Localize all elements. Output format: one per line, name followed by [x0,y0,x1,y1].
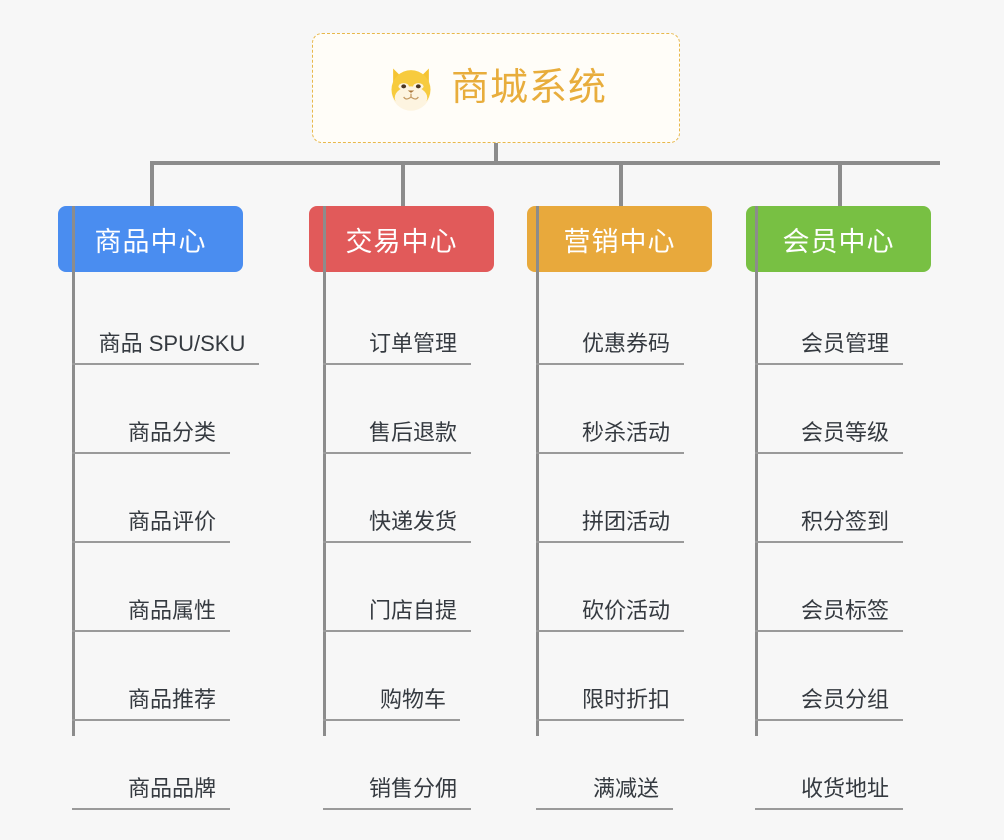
branch-rail-3 [536,206,539,736]
leaf-item[interactable]: 商品品牌 [72,721,272,810]
leaf-item[interactable]: 订单管理 [323,276,503,365]
leaf-label: 满减送 [592,776,659,801]
connector-drop-3 [619,161,623,206]
leaf-underline [755,363,903,365]
leaf-label: 限时折扣 [581,687,670,712]
leaf-label: 商品推荐 [127,687,216,712]
leaf-item[interactable]: 商品推荐 [72,632,272,721]
leaf-label: 优惠券码 [581,331,670,356]
leaf-underline [536,363,684,365]
leaf-underline [72,363,259,365]
leaf-label: 订单管理 [368,331,457,356]
leaf-label: 销售分佣 [368,776,457,801]
leaf-underline [323,541,471,543]
leaf-item[interactable]: 售后退款 [323,365,503,454]
leaf-underline [323,808,471,810]
root-node[interactable]: 商城系统 [312,33,680,143]
leaf-underline [755,719,903,721]
leaf-label: 收货地址 [800,776,889,801]
branch-column-2: 交易中心 订单管理 售后退款 快递发货 门店自提 购物车 [309,206,494,810]
leaf-list-3: 优惠券码 秒杀活动 拼团活动 砍价活动 限时折扣 满减送 [536,272,716,810]
leaf-label: 会员标签 [800,598,889,623]
leaf-item[interactable]: 满减送 [536,721,716,810]
branch-rail-2 [323,206,326,736]
leaf-underline [72,630,230,632]
branch-header-2[interactable]: 交易中心 [309,206,494,272]
leaf-underline [755,541,903,543]
leaf-label: 会员管理 [800,331,889,356]
leaf-list-2: 订单管理 售后退款 快递发货 门店自提 购物车 销售分佣 [323,272,503,810]
connector-drop-1 [150,161,154,206]
leaf-label: 秒杀活动 [581,420,670,445]
leaf-label: 商品品牌 [127,776,216,801]
leaf-underline [755,630,903,632]
leaf-underline [536,719,684,721]
branch-header-1[interactable]: 商品中心 [58,206,243,272]
leaf-underline [536,452,684,454]
leaf-item[interactable]: 会员分组 [755,632,935,721]
leaf-item[interactable]: 秒杀活动 [536,365,716,454]
leaf-item[interactable]: 门店自提 [323,543,503,632]
leaf-item[interactable]: 会员等级 [755,365,935,454]
leaf-underline [323,630,471,632]
leaf-underline [72,719,230,721]
leaf-label: 会员分组 [800,687,889,712]
branch-column-1: 商品中心 商品 SPU/SKU 商品分类 商品评价 商品属性 商品推荐 [58,206,259,810]
leaf-label: 购物车 [379,687,446,712]
leaf-underline [72,452,230,454]
connector-root-stub [494,143,498,165]
leaf-label: 售后退款 [368,420,457,445]
leaf-label: 拼团活动 [581,509,670,534]
root-title: 商城系统 [450,67,607,109]
leaf-label: 快递发货 [368,509,457,534]
leaf-label: 商品属性 [127,598,216,623]
leaf-underline [323,452,471,454]
branch-rail-1 [72,206,75,736]
branch-header-4[interactable]: 会员中心 [746,206,931,272]
connector-horizontal-bus [150,161,940,165]
connector-drop-4 [838,161,842,206]
leaf-item[interactable]: 会员管理 [755,276,935,365]
branch-column-4: 会员中心 会员管理 会员等级 积分签到 会员标签 会员分组 [746,206,931,810]
leaf-underline [72,808,230,810]
leaf-item[interactable]: 商品评价 [72,454,272,543]
leaf-label: 砍价活动 [581,598,670,623]
leaf-list-1: 商品 SPU/SKU 商品分类 商品评价 商品属性 商品推荐 商品品牌 [72,272,272,810]
leaf-label: 商品评价 [127,509,216,534]
leaf-underline [72,541,230,543]
connector-drop-2 [401,161,405,206]
branch-rail-4 [755,206,758,736]
leaf-item[interactable]: 销售分佣 [323,721,503,810]
leaf-item[interactable]: 商品 SPU/SKU [72,276,272,365]
leaf-underline [755,808,903,810]
leaf-underline [323,363,471,365]
branch-column-3: 营销中心 优惠券码 秒杀活动 拼团活动 砍价活动 限时折扣 [527,206,712,810]
leaf-item[interactable]: 收货地址 [755,721,935,810]
leaf-label: 会员等级 [800,420,889,445]
leaf-item[interactable]: 会员标签 [755,543,935,632]
leaf-item[interactable]: 拼团活动 [536,454,716,543]
leaf-underline [755,452,903,454]
leaf-item[interactable]: 限时折扣 [536,632,716,721]
leaf-item[interactable]: 快递发货 [323,454,503,543]
leaf-label: 商品 SPU/SKU [98,331,246,356]
leaf-label: 商品分类 [127,420,216,445]
branch-header-3[interactable]: 营销中心 [527,206,712,272]
leaf-underline [323,719,460,721]
leaf-item[interactable]: 商品分类 [72,365,272,454]
leaf-label: 积分签到 [800,509,889,534]
leaf-item[interactable]: 优惠券码 [536,276,716,365]
leaf-item[interactable]: 购物车 [323,632,503,721]
leaf-underline [536,808,673,810]
leaf-underline [536,541,684,543]
leaf-list-4: 会员管理 会员等级 积分签到 会员标签 会员分组 收货地址 [755,272,935,810]
dog-face-icon [391,68,431,111]
leaf-item[interactable]: 积分签到 [755,454,935,543]
leaf-item[interactable]: 砍价活动 [536,543,716,632]
leaf-underline [536,630,684,632]
leaf-item[interactable]: 商品属性 [72,543,272,632]
leaf-label: 门店自提 [368,598,457,623]
